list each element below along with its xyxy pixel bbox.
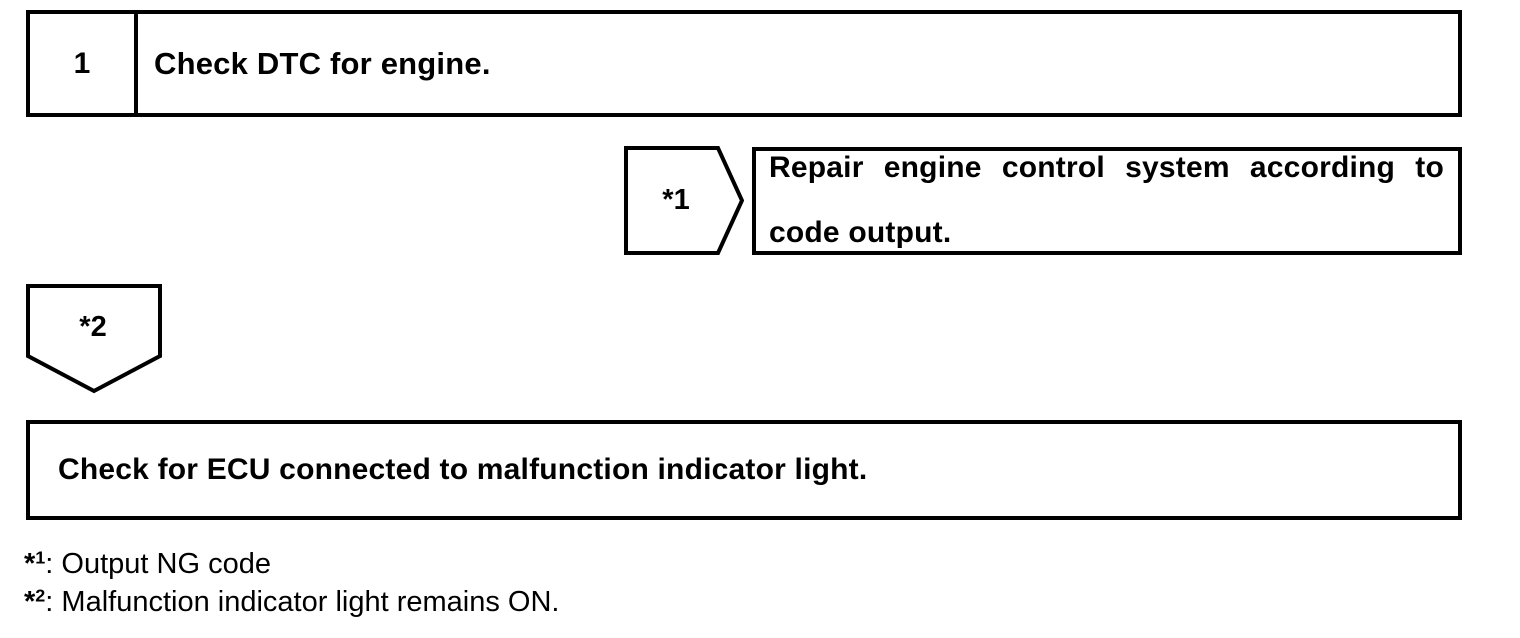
footnote-index-2: 2 [35,585,46,606]
footnote-marker-1: *1 [24,548,45,580]
footnote-index-1: 1 [35,547,46,568]
repair-action-box: Repair engine control system according t… [752,147,1462,255]
next-step-box: Check for ECU connected to malfunction i… [26,420,1462,520]
footnote-marker-2: *2 [24,586,45,618]
continuation-marker-label-2: *2 [79,310,107,343]
continuation-marker-pentagon-2: *2 [26,284,162,394]
branch-marker-pentagon-1: *1 [624,146,744,255]
footnote-text-2: Malfunction indicator light remains ON. [61,585,560,618]
footnote-asterisk-1: * [24,548,36,580]
step-1-row: 1 Check DTC for engine. [26,10,1462,117]
branch-row-1: *1 Repair engine control system accordin… [624,146,1462,255]
footnote-text-1: Output NG code [61,548,271,580]
next-step-title: Check for ECU connected to malfunction i… [58,453,868,486]
repair-action-text: Repair engine control system according t… [756,152,1458,249]
footnote-item-2: *2: Malfunction indicator light remains … [24,584,1024,622]
repair-action-line-1: Repair engine control system according t… [769,151,1444,185]
step-title-cell: Check DTC for engine. [154,45,491,81]
footnote-list: *1: Output NG code *2: Malfunction indic… [24,546,1024,622]
footnote-item-1: *1: Output NG code [24,546,1024,584]
footnote-separator-2: : [45,585,62,618]
step-number-cell: 1 [30,14,138,113]
pentagon-right-shape [624,146,744,255]
footnote-separator-1: : [45,548,62,580]
footnote-asterisk-2: * [24,585,36,618]
branch-marker-label-1: *1 [662,184,690,216]
pentagon-down-shape [26,284,162,394]
repair-action-line-2: code output. [769,216,952,250]
